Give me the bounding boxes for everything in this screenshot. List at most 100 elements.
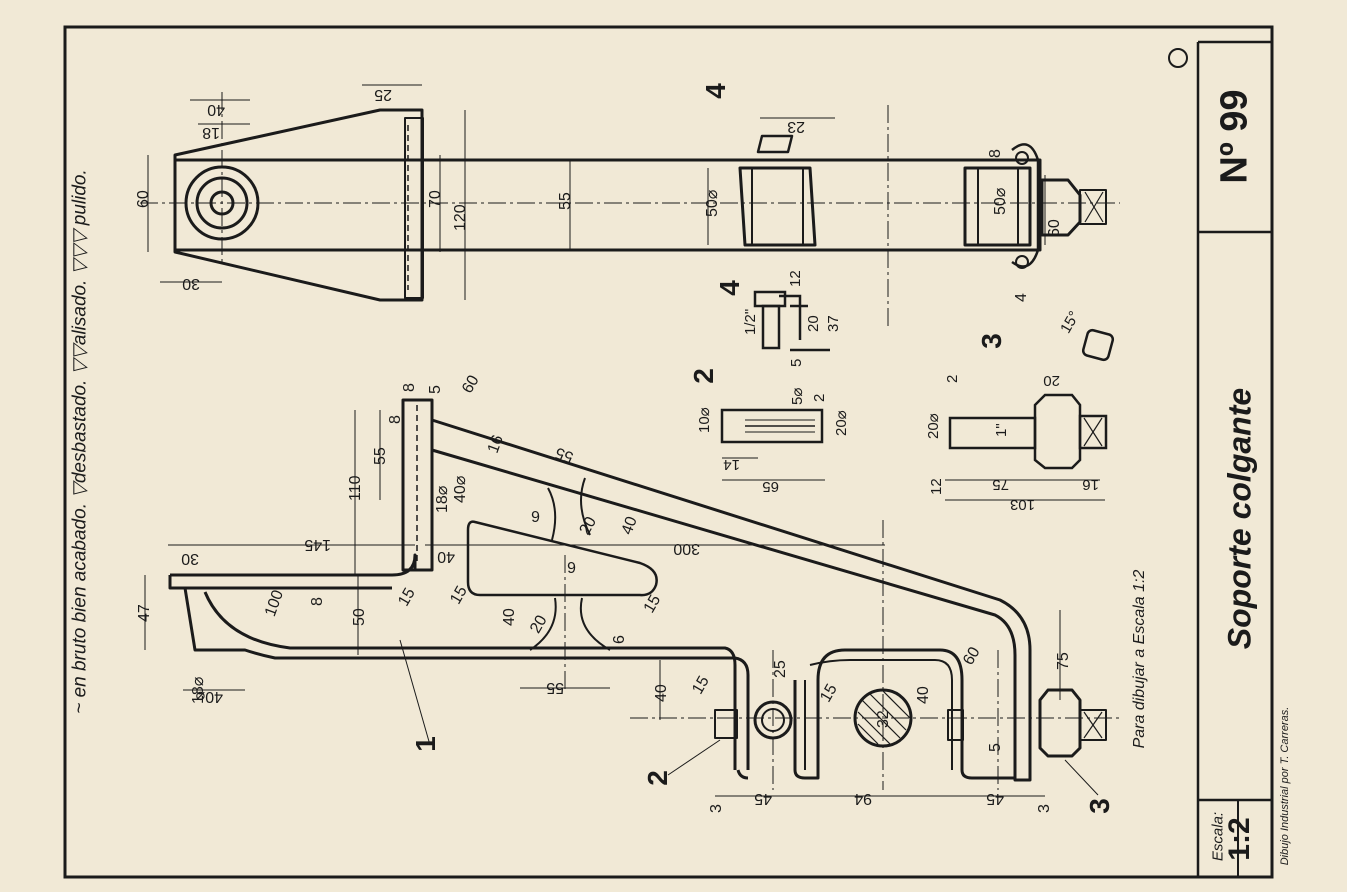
dim-32-shaft: 32 — [875, 710, 892, 728]
dim-40-dia: 40⌀ — [452, 475, 469, 503]
dim-5-dia: 5⌀ — [789, 388, 806, 405]
part2-detail — [720, 408, 825, 481]
main-centerlines — [564, 520, 1120, 790]
drawing-number: Nº 99 — [1213, 89, 1256, 184]
top-view — [173, 108, 1107, 302]
dim-30: 30 — [182, 275, 200, 292]
dim-14: 14 — [723, 456, 740, 473]
dim-50-main: 50 — [351, 608, 368, 626]
main-view — [168, 398, 1107, 782]
dim-50-dia-b: 50⌀ — [992, 187, 1009, 215]
dim-20-dia-3: 20⌀ — [925, 413, 942, 439]
dim-103: 103 — [1010, 496, 1035, 513]
drawing-title: Soporte colgante — [1221, 387, 1258, 650]
main-dim-text: 8 5 60 55 110 8 18⌀ 40⌀ 40 145 30 16 55 … — [136, 372, 1072, 813]
scale-note: Para dibujar a Escala 1:2 — [1131, 569, 1148, 749]
dim-5-main: 5 — [987, 743, 1004, 752]
part-callout-3-main: 3 — [1083, 798, 1115, 814]
dim-47: 47 — [136, 604, 153, 622]
dim-3-a: 3 — [708, 804, 725, 813]
dim-15-c: 15 — [641, 592, 665, 616]
part4-dims: 12 1/2" 20 37 5 — [742, 270, 842, 367]
part2-dims: 10⌀ 5⌀ 2 20⌀ 14 65 — [696, 388, 850, 495]
dim-75-3: 75 — [992, 476, 1009, 493]
part3-dims: 15° 20⌀ 2 20 1" 12 75 16 103 — [925, 308, 1099, 513]
dim-8: 8 — [987, 149, 1004, 158]
part-callout-1: 1 — [409, 736, 441, 752]
dim-30-main: 30 — [181, 550, 199, 567]
dim-145: 145 — [304, 536, 331, 553]
dim-110: 110 — [347, 475, 364, 501]
dim-60-angle: 60 — [459, 372, 483, 396]
dim-23: 23 — [787, 118, 805, 135]
dim-300: 300 — [673, 540, 700, 557]
dim-37: 37 — [825, 315, 842, 332]
dim-4: 4 — [1013, 293, 1030, 302]
dim-5-top: 5 — [427, 385, 444, 394]
dim-2-3: 2 — [944, 375, 961, 383]
dim-25-hole: 25 — [772, 660, 789, 678]
dim-12: 12 — [787, 270, 804, 287]
part-callout-4-detail: 4 — [713, 280, 745, 296]
dim-70: 70 — [427, 190, 444, 208]
dim-40-u: 40 — [915, 686, 932, 704]
dim-18-dia-base: 18⌀ — [190, 676, 207, 704]
top-view-dim-lines — [147, 84, 1046, 300]
dim-15-u: 15 — [817, 681, 841, 705]
dim-20-lower: 20 — [527, 612, 551, 636]
dim-65: 65 — [762, 478, 779, 495]
dim-55-lower: 55 — [546, 679, 564, 696]
dim-25: 25 — [374, 86, 392, 103]
dim-6-mid: 6 — [611, 635, 628, 644]
part4-detail — [753, 290, 830, 352]
dim-18: 18 — [202, 124, 220, 141]
dim-6-lower: 6 — [567, 558, 576, 575]
dim-20-dia: 20⌀ — [833, 410, 850, 436]
author-credit: Dibujo Industrial por T. Carreras. — [1279, 706, 1291, 866]
part-callout-2-main: 2 — [641, 770, 673, 786]
scale-value: 1:2 — [1223, 817, 1256, 861]
dim-60-bolt: 60 — [1046, 219, 1063, 237]
dim-55: 55 — [557, 192, 574, 210]
dim-2: 2 — [811, 394, 828, 402]
dim-15-b: 15 — [447, 583, 471, 607]
dim-5: 5 — [788, 359, 805, 367]
dim-40-slot: 40 — [437, 548, 455, 565]
part-callout-2-detail: 2 — [687, 368, 719, 384]
dim-6-rib: 6 — [531, 507, 540, 524]
dim-16-3: 16 — [1082, 476, 1099, 493]
dim-50-dia-a: 50⌀ — [704, 189, 721, 217]
part3-detail — [945, 328, 1115, 501]
dim-100: 100 — [262, 588, 287, 619]
sheet-frame — [63, 25, 1274, 879]
dim-16: 16 — [485, 433, 507, 456]
dim-10-dia: 10⌀ — [696, 407, 713, 433]
dim-45-a: 45 — [754, 790, 772, 807]
dim-20-rib: 20 — [576, 514, 600, 538]
dim-20: 20 — [805, 315, 822, 332]
dim-120: 120 — [452, 204, 469, 231]
surface-finish-legend: ~ en bruto bien acabado. ▽desbastado. ▽▽… — [69, 169, 91, 714]
dim-8-plate: 8 — [387, 415, 404, 424]
dim-40-dia-base: 40⌀ — [195, 688, 223, 705]
dim-94: 94 — [854, 790, 872, 807]
dim-15-deg: 15° — [1057, 308, 1083, 336]
dim-40-rib: 40 — [619, 514, 641, 537]
dim-40: 40 — [207, 101, 225, 118]
dim-55-main: 55 — [372, 447, 389, 465]
dim-12-3: 12 — [928, 478, 945, 495]
dim-half-inch: 1/2" — [742, 309, 759, 335]
dim-20-3: 20 — [1043, 372, 1060, 389]
dim-8-top: 8 — [401, 383, 418, 392]
dim-40-lower: 40 — [501, 608, 518, 626]
top-view-centerlines — [140, 92, 1120, 330]
dim-60-bend: 60 — [960, 644, 984, 668]
dim-3-b: 3 — [1036, 804, 1053, 813]
dim-15-arm: 15 — [689, 673, 713, 697]
dim-18-dia: 18⌀ — [434, 485, 451, 513]
dim-60: 60 — [135, 190, 152, 208]
dim-40-arm: 40 — [653, 684, 670, 702]
dim-15-a: 15 — [395, 585, 419, 609]
